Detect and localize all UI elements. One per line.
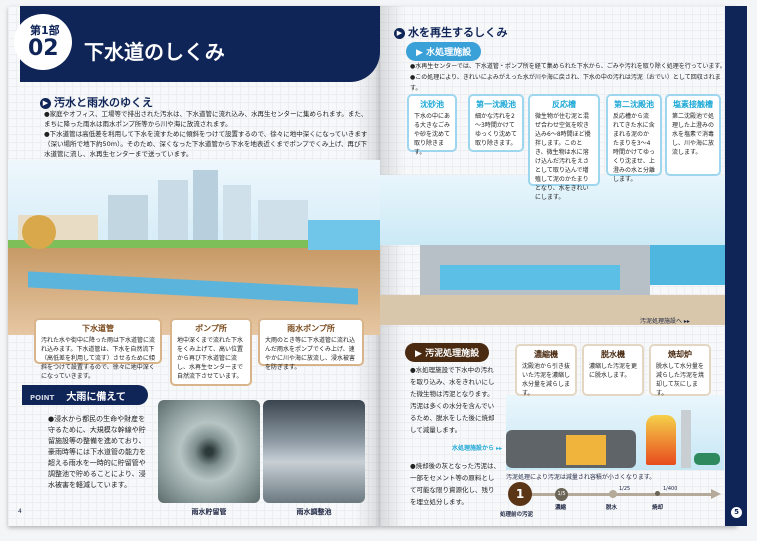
timeline-label: 焼却 <box>652 505 664 511</box>
chapter-badge <box>14 14 72 70</box>
paragraph: ●水再生センターでは、下水道管・ポンプ所を経て集められた下水から、ごみや汚れを取… <box>410 63 726 70</box>
page-number: 4 <box>18 508 22 515</box>
water-treatment-pill: ▶ 水処理施設 <box>406 42 482 61</box>
point-title: 大雨に備えて <box>66 392 126 403</box>
paragraph: ●家庭やオフィス、工場等で排出された汚水は、下水道管に流れ込み、水再生センターに… <box>44 110 368 128</box>
step-dewatering: 脱水機濃縮した汚泥を更に脱水します。 <box>582 344 644 396</box>
sludge-treatment-pill: ▶ 汚泥処理施設 <box>405 343 490 362</box>
paragraph: ●水処理施設で下水中の汚れを取り込み、水をきれいにした微生物は汚泥となります。汚… <box>410 366 495 434</box>
truck-icon <box>694 453 720 465</box>
house-icon <box>22 215 56 249</box>
photo-regulating-pond <box>263 400 365 503</box>
step-reaction-tank: 反応槽微生物が住む泥と混ぜ合わせ空気を吹き込み6～8時間ほど攪拌します。このとき… <box>528 94 600 201</box>
paragraph: ●この処理により、きれいによみがえった水が川や海に戻され、下水の中の汚れは汚泥（… <box>410 74 721 92</box>
callout-rain-pump: 雨水ポンプ所大雨のとき等に下水道管に流れ込んだ雨水をポンプでくみ上げ、速やかに川… <box>258 318 364 371</box>
timeline-value: 1/400 <box>663 486 678 492</box>
photo-caption: 雨水調整池 <box>296 508 332 516</box>
timeline-value: 1/25 <box>619 486 631 492</box>
timeline-label: 濃縮 <box>555 505 567 511</box>
section-title: 汚水と雨水のゆくえ <box>54 96 153 109</box>
section-title: 水を再生するしくみ <box>408 26 508 39</box>
timeline-dot <box>655 491 660 496</box>
step-primary-sedimentation: 第一沈殿池細かな汚れを2～3時間かけてゆっくり沈めて取り除きます。 <box>468 94 524 152</box>
timeline-label: 処理前の汚泥 <box>500 512 534 518</box>
from-water-label: 水処理施設から ▸▸ <box>452 445 503 452</box>
reduction-caption: 汚泥処理により汚泥は減量され容積が小さくなります。 <box>506 474 656 481</box>
callout-pump-station: ポンプ所地中深くまで流れた下水をくみ上げて、高い位置から再び下水道管に流し、水再… <box>170 318 252 386</box>
point-text: ●浸水から都民の生命や財産を守るために、大規模な幹線や貯留施設等の整備を進めてお… <box>48 415 146 489</box>
photo-caption: 雨水貯留管 <box>191 508 227 516</box>
timeline-dot <box>609 490 617 498</box>
callout-sewer-pipe: 下水道管汚れた水や街中に降った雨は下水道管に流れ込みます。下水道管は、下水を自然… <box>34 318 162 380</box>
point-label: POINT <box>30 394 55 402</box>
sewer-illustration <box>8 160 380 335</box>
section-heading: ▶水を再生するしくみ <box>394 24 507 40</box>
step-thickener: 濃縮機沈殿池から引き抜いた汚泥を濃縮し水分量を減らします。 <box>515 344 577 397</box>
step-secondary-sedimentation: 第二沈殿池反応槽から流れてきた水に含まれる泥のかたまりを3～4時間かけてゆっくり… <box>606 94 662 183</box>
photo-storage-pipe <box>158 400 260 503</box>
step-incinerator: 焼却炉脱水して水分量を減らした汚泥を焼却して灰にします。 <box>649 344 711 397</box>
play-icon: ▶ <box>40 97 51 109</box>
arrow-head <box>711 489 721 499</box>
section-heading: ▶汚水と雨水のゆくえ <box>40 94 153 110</box>
page-title: 下水道のしくみ <box>84 40 225 64</box>
step-grit-chamber: 沈砂池下水の中にある大きなごみや砂を沈めて取り除きます。 <box>407 94 457 156</box>
water-treatment-illustration <box>380 175 725 325</box>
part-label: 第1部 <box>30 24 60 37</box>
paragraph: ●下水道管は高低差を利用して下水を流すために傾斜をつけて設置するので、徐々に地中… <box>44 130 368 158</box>
sludge-illustration <box>506 395 724 470</box>
timeline-point: 1/5 <box>555 488 568 501</box>
paragraph: ●焼却後の灰となった汚泥は、一部をセメント等の原料として可能な限り資源化し、残り… <box>410 462 500 506</box>
page-edge-band <box>725 6 747 526</box>
to-sludge-label: 汚泥処理施設へ ▸▸ <box>640 318 690 325</box>
page-number: 5 <box>731 507 742 518</box>
chapter-number: 02 <box>28 36 59 61</box>
play-icon: ▶ <box>394 27 405 39</box>
timeline-label: 脱水 <box>606 505 618 511</box>
step-chlorine-tank: 塩素接触槽第二沈殿池で処理した上澄みの水を塩素で消毒し、川や海に放流します。 <box>665 94 721 176</box>
chapter-header <box>20 6 380 82</box>
point-heading: POINT 大雨に備えて <box>22 385 148 405</box>
timeline-point: 1 <box>508 482 532 506</box>
